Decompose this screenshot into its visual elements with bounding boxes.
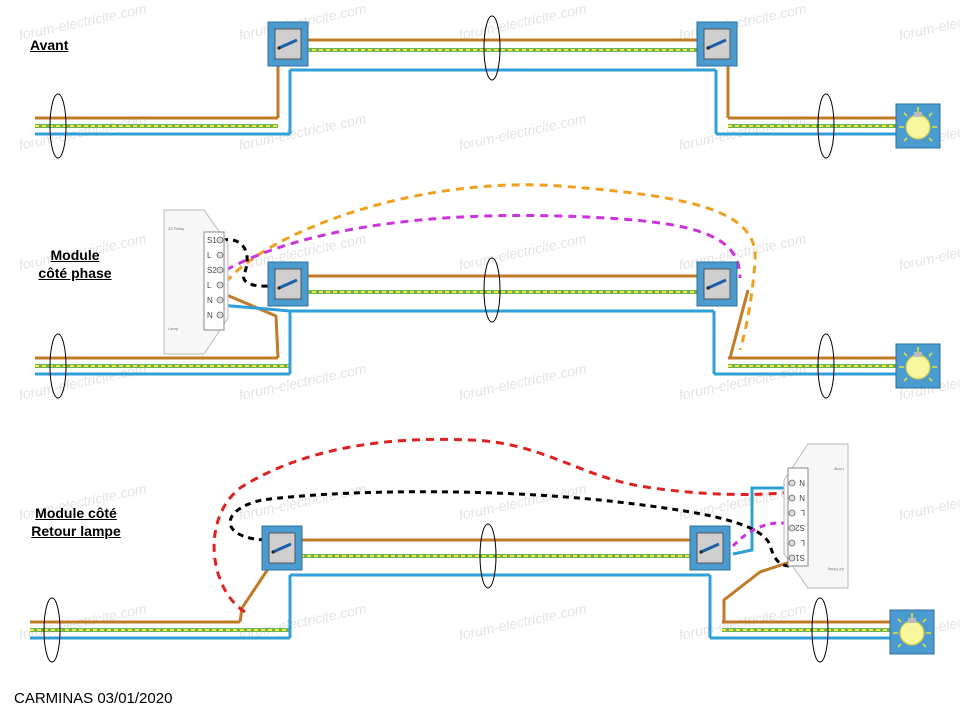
module-terminal-label: S1 — [207, 236, 217, 245]
svg-text:ZZ Relay: ZZ Relay — [828, 567, 844, 572]
module-terminal-label: S2 — [207, 266, 217, 275]
module-terminal — [788, 524, 796, 532]
module-terminal-label: L — [800, 508, 805, 517]
section-label-module-retour: Module côté Retour lampe — [31, 505, 121, 539]
section-label-module-phase: Module côté phase — [38, 247, 112, 281]
switch-icon — [695, 20, 739, 68]
module-terminal-label: N — [799, 478, 805, 487]
module-terminal-label: S1 — [795, 553, 805, 562]
switch-icon — [260, 524, 304, 572]
module-terminal — [216, 236, 224, 244]
watermark-text: forum-electricite.com — [897, 0, 960, 43]
module-terminal — [216, 266, 224, 274]
module-terminal — [216, 311, 224, 319]
svg-text:ZZ Relay: ZZ Relay — [168, 226, 184, 231]
module-terminal-label: S2 — [795, 523, 805, 532]
module-terminal — [216, 281, 224, 289]
switch-icon — [266, 260, 310, 308]
section-avant — [35, 15, 941, 159]
watermark-text: forum-electricite.com — [457, 110, 588, 153]
section-label-avant: Avant — [30, 37, 69, 53]
module-terminal — [788, 479, 796, 487]
module-terminal — [788, 509, 796, 517]
module-terminal-label: N — [207, 296, 213, 305]
module-terminal — [788, 539, 796, 547]
module-terminal — [788, 554, 796, 562]
author-credit: CARMINAS 03/01/2020 — [14, 690, 173, 707]
watermark-text: forum-electricite.com — [897, 230, 960, 273]
module-terminal-label: L — [800, 538, 805, 547]
module-terminal — [216, 251, 224, 259]
watermark-text: forum-electricite.com — [457, 600, 588, 643]
watermark-text: forum-electricite.com — [897, 480, 960, 523]
svg-text:Lamp: Lamp — [833, 467, 844, 472]
module-terminal-label: L — [207, 281, 212, 290]
watermark-text: forum-electricite.com — [457, 480, 588, 523]
switch-icon — [695, 260, 739, 308]
watermark-text: forum-electricite.com — [457, 0, 588, 43]
module-terminal-label: N — [799, 493, 805, 502]
module-terminal-label: N — [207, 311, 213, 320]
svg-text:Lamp: Lamp — [168, 326, 179, 331]
module-terminal — [788, 494, 796, 502]
module-terminal — [216, 296, 224, 304]
switch-icon — [688, 524, 732, 572]
lamp-icon — [895, 103, 941, 149]
watermark-text: forum-electricite.com — [457, 230, 588, 273]
watermark-text: forum-electricite.com — [457, 360, 588, 403]
switch-icon — [266, 20, 310, 68]
lamp-icon — [895, 343, 941, 389]
lamp-icon — [889, 609, 935, 655]
module-terminal-label: L — [207, 251, 212, 260]
